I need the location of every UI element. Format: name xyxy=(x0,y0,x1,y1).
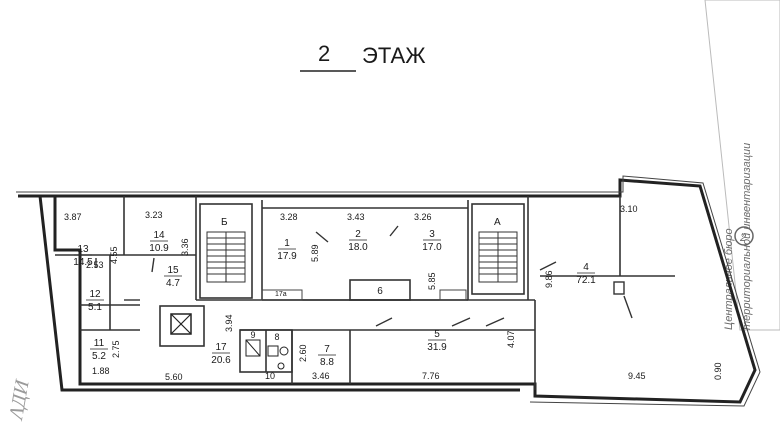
room-12-number: 12 xyxy=(89,289,101,300)
dim-3-36: 3.36 xyxy=(180,238,190,256)
room-6-number: 6 xyxy=(377,286,383,297)
dim-4-55: 4.55 xyxy=(109,246,119,264)
dim-3-46: 3.46 xyxy=(312,371,330,381)
dim-3-23: 3.23 xyxy=(145,210,163,220)
room-6-box xyxy=(349,279,411,301)
dim-3-43: 3.43 xyxy=(347,212,365,222)
dim-3-26: 3.26 xyxy=(414,212,432,222)
room-15-area: 4.7 xyxy=(166,278,180,289)
dim-5-60: 5.60 xyxy=(165,372,183,382)
stair-a-label: А xyxy=(494,217,501,228)
dim-0-90: 0.90 xyxy=(713,362,723,380)
room-7-area: 8.8 xyxy=(320,357,334,368)
elevator-shaft xyxy=(159,305,205,347)
floor-title: 2 ЭТАЖ xyxy=(300,41,426,72)
room-15-number: 15 xyxy=(167,265,179,276)
room-3-number: 3 xyxy=(429,229,435,240)
margin-handwriting: ΛДИ xyxy=(5,377,34,423)
dim-3-94: 3.94 xyxy=(224,314,234,332)
room-9-number: 9 xyxy=(250,330,255,340)
room-2-area: 18.0 xyxy=(348,242,368,253)
room-11-area: 5.2 xyxy=(92,351,106,362)
dimension-labels: 3.87 3.23 3.36 4.55 2.53 3.28 3.43 3.26 … xyxy=(64,204,723,382)
floor-label: ЭТАЖ xyxy=(362,43,426,68)
dim-4-07: 4.07 xyxy=(506,330,516,348)
room-I-number: I xyxy=(225,274,228,285)
room-14-area: 10.9 xyxy=(149,243,169,254)
dim-2-53: 2.53 xyxy=(86,260,104,270)
room-5-number: 5 xyxy=(434,329,440,340)
room-labels: 1 17.9 2 18.0 3 17.0 4 72.1 5 31.9 6 7 8… xyxy=(73,229,596,381)
room-11-number: 11 xyxy=(94,338,105,349)
room-14-number: 14 xyxy=(153,230,165,241)
dim-17a: 17a xyxy=(275,291,287,298)
dim-3-10: 3.10 xyxy=(620,204,638,214)
dim-1-88: 1.88 xyxy=(92,366,110,376)
interior-walls xyxy=(55,196,675,390)
dim-2-75: 2.75 xyxy=(111,340,121,358)
room-4-number: 4 xyxy=(583,262,589,273)
dim-2-60: 2.60 xyxy=(298,344,308,362)
bureau-stamp: Центральное бюро территориальной инвента… xyxy=(704,0,780,331)
room-10-number: 10 xyxy=(265,371,275,381)
dim-9-45: 9.45 xyxy=(628,371,646,381)
stair-b-label: Б xyxy=(221,217,228,228)
room-3-area: 17.0 xyxy=(422,242,442,253)
dim-5-85: 5.85 xyxy=(427,272,437,290)
room-1-number: 1 xyxy=(284,238,290,249)
room-17-number: 17 xyxy=(215,342,227,353)
outer-walls xyxy=(16,175,761,407)
dim-9-86: 9.86 xyxy=(544,270,554,288)
dim-7-76: 7.76 xyxy=(422,371,440,381)
dim-3-87: 3.87 xyxy=(64,212,82,222)
room-17-area: 20.6 xyxy=(211,355,231,366)
staircase-b: Б xyxy=(199,203,253,299)
room-2-number: 2 xyxy=(355,229,361,240)
staircase-a: А xyxy=(471,203,525,295)
dim-3-28: 3.28 xyxy=(280,212,298,222)
stamp-badge: 2 xyxy=(739,232,746,244)
dim-5-89: 5.89 xyxy=(310,244,320,262)
sanitary-fixtures xyxy=(245,339,289,370)
door-marks xyxy=(95,225,633,327)
room-7-number: 7 xyxy=(324,344,330,355)
room-5-area: 31.9 xyxy=(427,342,447,353)
room-1-area: 17.9 xyxy=(277,251,297,262)
room-13-area: 14.5 xyxy=(73,257,93,268)
stamp-line-2: территориальной инвентаризации xyxy=(741,143,753,330)
room-13-number: 13 xyxy=(77,244,89,255)
room-8-number: 8 xyxy=(274,332,279,342)
room-4-area: 72.1 xyxy=(576,275,596,286)
floor-number: 2 xyxy=(318,41,330,66)
room-12-area: 5.1 xyxy=(88,302,102,313)
